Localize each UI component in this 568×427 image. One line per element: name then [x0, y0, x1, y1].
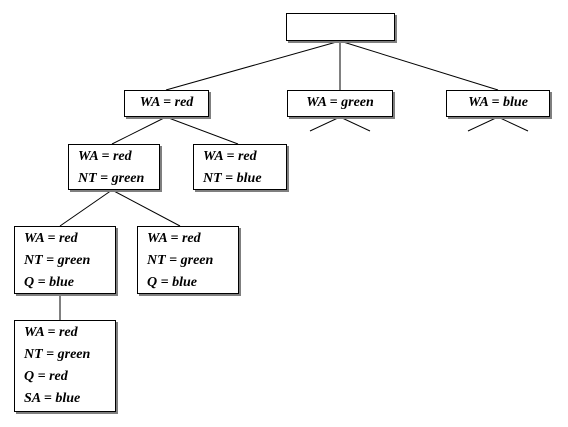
- node-label: WA = red: [24, 231, 78, 246]
- node-label: WA = red: [147, 231, 201, 246]
- node-label: NT = green: [147, 253, 214, 268]
- stub-wa-blue-right: [497, 116, 529, 132]
- node-label: Q = blue: [147, 275, 197, 290]
- node-label: Q = blue: [24, 275, 74, 290]
- node-label: Q = red: [24, 369, 68, 384]
- node-label: NT = green: [24, 253, 91, 268]
- node-label: WA = blue: [468, 95, 528, 110]
- node-label: NT = blue: [203, 171, 262, 186]
- node-label: SA = blue: [24, 391, 81, 406]
- tree-node-root: [286, 13, 395, 41]
- tree-node-sa-blue: WA = red NT = green Q = red SA = blue: [14, 320, 116, 412]
- node-label: WA = red: [24, 325, 78, 340]
- tree-node-wa-red: WA = red: [124, 90, 209, 117]
- tree-node-wa-green: WA = green: [287, 90, 393, 117]
- node-label: NT = green: [24, 347, 91, 362]
- stub-wa-blue-left: [467, 116, 499, 132]
- edge-root-wa-red: [165, 40, 341, 91]
- tree-node-wa-red-nt-blue: WA = red NT = blue: [193, 144, 287, 190]
- node-label: NT = green: [78, 171, 145, 186]
- edge-wa-red-nt-blue: [165, 116, 239, 145]
- edge-nt-green-q-blue-a: [59, 189, 113, 227]
- node-label: WA = red: [203, 149, 257, 164]
- node-label: WA = red: [139, 95, 194, 110]
- tree-node-q-blue-b: WA = red NT = green Q = blue: [137, 226, 239, 294]
- stub-wa-green-right: [339, 116, 371, 132]
- edge-nt-green-q-blue-b: [111, 189, 181, 227]
- stub-wa-green-left: [309, 116, 341, 132]
- edge-root-wa-blue: [339, 40, 499, 91]
- edge-wa-red-nt-green: [111, 116, 167, 145]
- tree-node-wa-red-nt-green: WA = red NT = green: [68, 144, 160, 190]
- node-label: WA = green: [306, 95, 374, 110]
- tree-node-wa-blue: WA = blue: [446, 90, 550, 117]
- node-label: WA = red: [78, 149, 132, 164]
- tree-node-q-blue-a: WA = red NT = green Q = blue: [14, 226, 116, 294]
